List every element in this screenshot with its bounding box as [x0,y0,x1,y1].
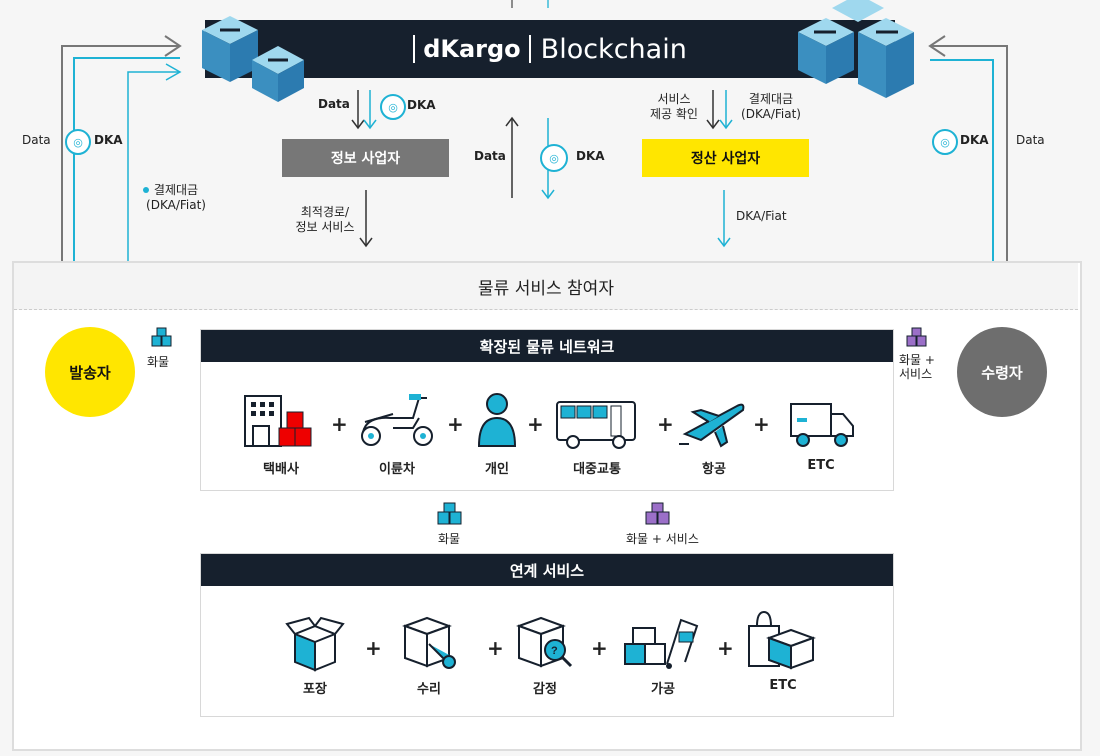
network-item-label: 대중교통 [573,462,621,477]
linked-item-label: 포장 [303,682,327,697]
scooter-icon [361,394,433,446]
network-item-label: 항공 [702,462,726,477]
data-label-outer-left: Data [22,133,51,147]
cargo-icon [437,502,462,525]
linked-item-label: 수리 [417,682,441,697]
network-item-label: 이륜차 [379,462,415,477]
network-title: 확장된 물류 네트워크 [201,330,893,362]
airplane-icon [679,403,745,448]
linked-services-title: 연계 서비스 [201,554,893,586]
network-item-label: 택배사 [263,462,299,477]
person-icon [477,393,517,447]
network-item-label: ETC [807,458,835,473]
repair-box-icon [402,616,456,669]
linked-item-label: ETC [769,678,797,693]
open-box-icon [285,616,345,672]
plus-sign: + [657,412,674,436]
bus-icon [556,401,636,449]
plus-sign: + [753,412,770,436]
plus-sign: + [591,636,608,660]
svg-text:?: ? [551,645,558,657]
processing-cart-icon [624,618,699,669]
dka-label-left: DKA [407,98,436,112]
dka-coin-icon: ◎ [380,94,406,120]
info-provider-box: 정보 사업자 [282,139,449,177]
data-label-left: Data [318,97,350,111]
dkargo-logo: dKargo [413,35,531,63]
inspect-box-icon: ? [516,616,573,668]
network-item-label: 개인 [485,462,509,477]
cargo-service-icon [645,502,670,525]
truck-icon [790,403,854,447]
cube-cluster-right-icon [798,0,914,98]
plus-sign: + [487,636,504,660]
cargo-down-label: 화물 [438,532,461,546]
linked-item-label: 감정 [533,682,557,697]
data-label-mid: Data [474,149,506,163]
sender-circle: 발송자 [45,327,135,417]
cargo-left-label: 화물 [147,355,170,369]
plus-sign: + [447,412,464,436]
cargo-up-label: 화물 + 서비스 [626,532,699,546]
cube-cluster-left-icon [202,16,304,102]
cargo-icon [151,327,172,347]
dka-label-mid: DKA [576,149,605,163]
plus-sign: + [717,636,734,660]
dka-label-outer-left: DKA [94,133,123,147]
plus-sign: + [365,636,382,660]
linked-services-panel: 연계 서비스 포장 + 수리 + ? 감정 + 가공 + [200,553,894,717]
receiver-circle: 수령자 [957,327,1047,417]
network-panel: 확장된 물류 네트워크 택배사 + 이륜차 + 개인 + [200,329,894,491]
info-route-label: 최적경로/ 정보 서비스 [295,205,355,234]
cargo-service-icon [906,327,927,347]
settlement-provider-box: 정산 사업자 [642,139,809,177]
linked-item-label: 가공 [651,682,675,697]
sender-payment-label: 결제대금 (DKA/Fiat) [146,183,206,212]
courier-building-icon [244,395,312,447]
payment-label-right: 결제대금 (DKA/Fiat) [741,92,801,121]
cargo-right-label: 화물 + 서비스 [899,353,935,381]
blockchain-title: Blockchain [540,33,687,65]
blockchain-banner: dKargo Blockchain [205,20,895,78]
service-confirm-label: 서비스 제공 확인 [650,92,698,121]
dka-coin-icon: ◎ [540,144,568,172]
dka-coin-icon: ◎ [65,129,91,155]
plus-sign: + [331,412,348,436]
dka-label-outer-right: DKA [960,133,989,147]
plus-sign: + [527,412,544,436]
participants-title: 물류 서비스 참여자 [14,263,1078,310]
data-label-outer-right: Data [1016,133,1045,147]
dka-coin-icon: ◎ [932,129,958,155]
bag-box-icon [748,610,816,670]
settle-out-label: DKA/Fiat [736,209,787,223]
